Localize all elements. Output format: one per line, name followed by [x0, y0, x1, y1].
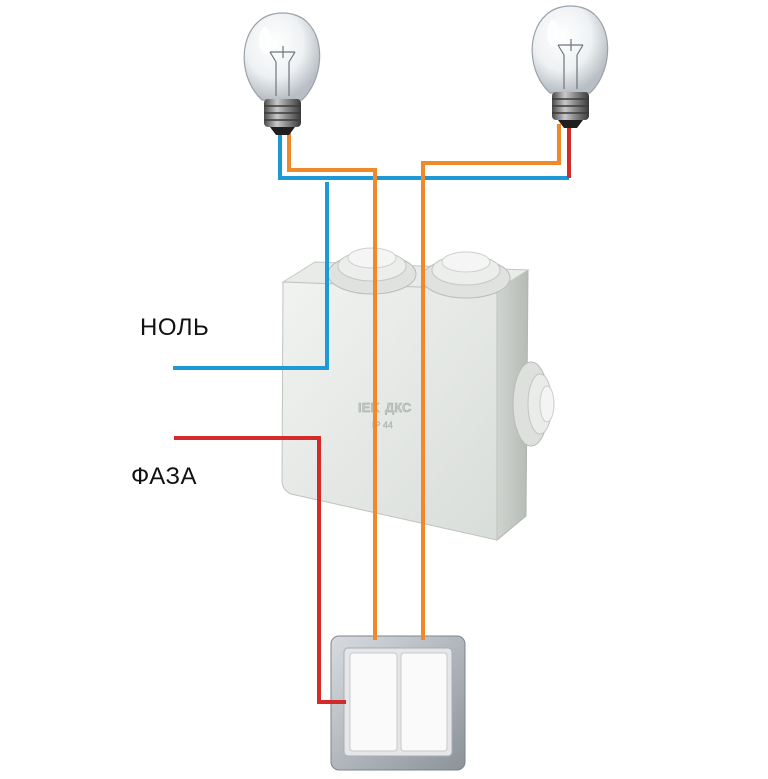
- neutral-wire: [173, 134, 569, 370]
- neutral-label: НОЛЬ: [140, 314, 210, 341]
- phase-label: ФАЗА: [131, 463, 197, 490]
- double-switch-icon: [330, 635, 466, 771]
- phase-wire: [174, 124, 571, 704]
- switch-key-left: [349, 652, 398, 752]
- junction-box-icon: IEK ДКС IP 44: [281, 247, 555, 542]
- box-maker: ДКС: [385, 400, 412, 415]
- cable-gland-side: [512, 361, 555, 447]
- cable-gland-left: [327, 247, 417, 295]
- light-bulb-icon: [531, 5, 609, 128]
- switch-key-right: [400, 652, 448, 752]
- box-rating: IP 44: [372, 420, 393, 430]
- light-bulb-icon: [243, 12, 321, 135]
- cable-gland-right: [421, 251, 511, 299]
- switched-wires: [287, 124, 561, 640]
